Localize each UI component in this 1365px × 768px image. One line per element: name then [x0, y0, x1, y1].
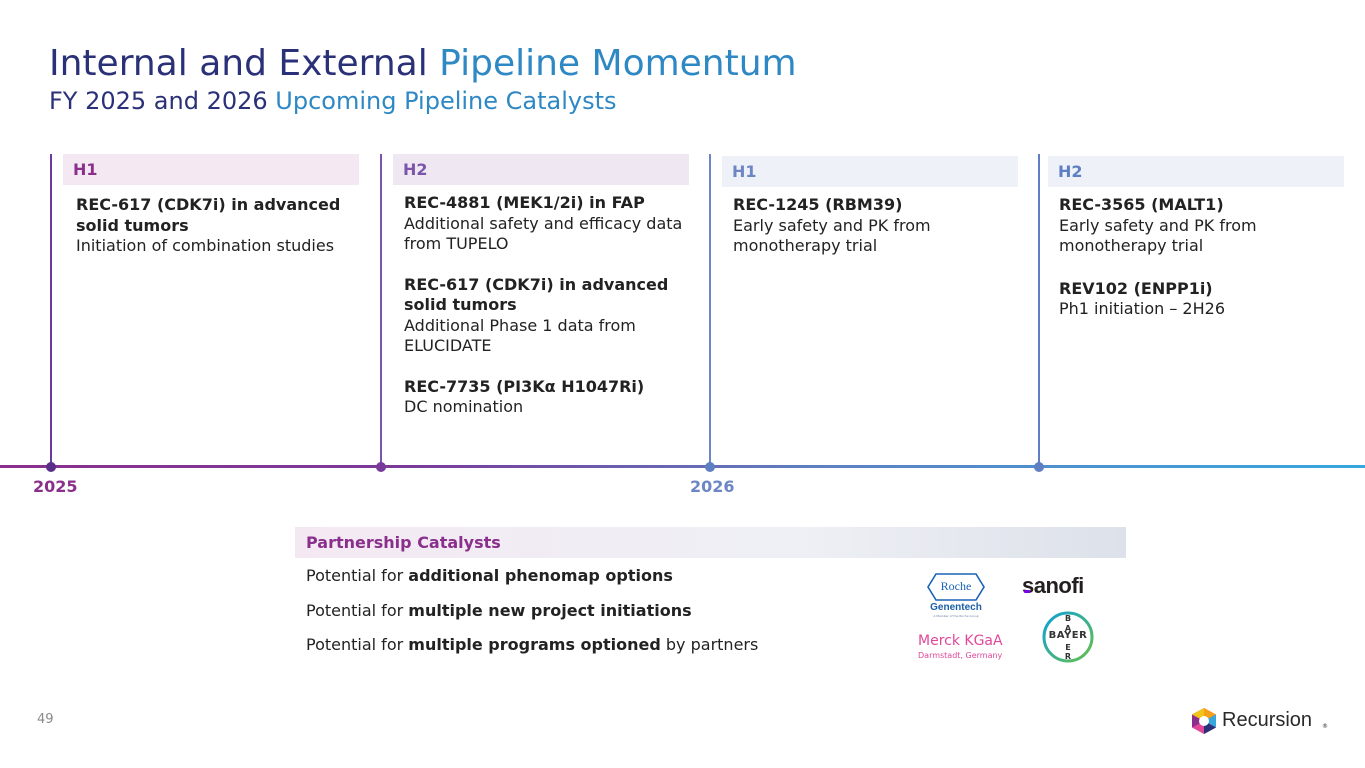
page-number: 49 — [37, 712, 54, 727]
timeline-marker-line — [1038, 154, 1040, 467]
timeline-marker-line — [50, 154, 52, 467]
merck-logo: Merck KGaA Darmstadt, Germany — [918, 633, 1003, 660]
catalyst-heading: REV102 (ENPP1i) — [1059, 278, 1213, 298]
recursion-logo: Recursion ® — [1190, 707, 1340, 737]
timeline-axis — [0, 465, 1365, 468]
timeline-dot — [705, 462, 715, 472]
half-header: H1 — [722, 156, 1018, 187]
page-subtitle: FY 2025 and 2026 Upcoming Pipeline Catal… — [49, 87, 617, 115]
catalyst-column: REC-1245 (RBM39) Early safety and PK fro… — [733, 195, 1003, 257]
bayer-letter: E — [1065, 642, 1071, 652]
catalyst-item: REC-3565 (MALT1) Early safety and PK fro… — [1059, 195, 1334, 257]
catalyst-item: REC-1245 (RBM39) Early safety and PK fro… — [733, 195, 1003, 257]
catalyst-heading: REC-3565 (MALT1) — [1059, 195, 1224, 214]
half-header: H1 — [63, 154, 359, 185]
catalyst-heading: REC-1245 (RBM39) — [733, 195, 903, 214]
partnership-line: Potential for additional phenomap option… — [306, 566, 673, 585]
partnership-header: Partnership Catalysts — [295, 527, 1126, 558]
bayer-letter: B — [1064, 614, 1072, 623]
catalyst-detail: Additional Phase 1 data from ELUCIDATE — [404, 315, 636, 356]
catalyst-detail: Initiation of combination studies — [76, 236, 335, 255]
page-title: Internal and External Pipeline Momentum — [49, 43, 797, 84]
genentech-logo: Genentech — [930, 602, 982, 613]
half-header: H2 — [393, 154, 689, 185]
catalyst-detail: Early safety and PK from monotherapy tri… — [1059, 215, 1257, 256]
catalyst-item: REC-617 (CDK7i) in advanced solid tumors… — [76, 195, 361, 257]
catalyst-detail: Early safety and PK from monotherapy tri… — [733, 215, 931, 256]
catalyst-heading: REC-617 (CDK7i) in advanced solid tumors — [404, 274, 669, 315]
catalyst-column: REC-3565 (MALT1) Early safety and PK fro… — [1059, 195, 1334, 320]
sanofi-accent — [1024, 590, 1030, 593]
timeline-marker-line — [380, 154, 382, 467]
year-label-2026: 2026 — [690, 477, 735, 496]
catalyst-column: REC-617 (CDK7i) in advanced solid tumors… — [76, 195, 361, 257]
roche-hexagon-icon — [927, 573, 985, 601]
catalyst-heading: REC-617 (CDK7i) in advanced solid tumors — [76, 195, 341, 235]
sanofi-logo: sanofi — [1022, 573, 1084, 598]
timeline-dot — [1034, 462, 1044, 472]
year-label-2025: 2025 — [33, 477, 78, 496]
catalyst-detail: DC nomination — [404, 397, 524, 416]
catalyst-item: REC-4881 (MEK1/2i) in FAP Additional saf… — [404, 193, 694, 255]
catalyst-detail: Ph1 initiation – 2H26 — [1059, 299, 1225, 318]
timeline-marker-line — [709, 154, 711, 467]
catalyst-item: REC-617 (CDK7i) in advanced solid tumors… — [404, 275, 694, 357]
roche-logo: Roche Genentech A Member of the Roche Gr… — [926, 572, 986, 618]
bayer-cross-icon — [1042, 611, 1094, 663]
timeline-dot — [376, 462, 386, 472]
catalyst-heading: REC-7735 (PI3Kα H1047Ri) — [404, 376, 645, 396]
timeline-dot — [46, 462, 56, 472]
bayer-letter: R — [1064, 652, 1072, 661]
catalyst-item: REC-7735 (PI3Kα H1047Ri) DC nomination — [404, 377, 694, 418]
partnership-line: Potential for multiple new project initi… — [306, 601, 692, 620]
catalyst-item: REV102 (ENPP1i) Ph1 initiation – 2H26 — [1059, 279, 1334, 320]
partnership-line: Potential for multiple programs optioned… — [306, 635, 759, 654]
bayer-letter: A — [1064, 623, 1072, 633]
half-header: H2 — [1048, 156, 1344, 187]
catalyst-heading: REC-4881 (MEK1/2i) in FAP — [404, 193, 645, 212]
recursion-hexagon-icon — [1192, 708, 1216, 734]
catalyst-column: REC-4881 (MEK1/2i) in FAP Additional saf… — [404, 193, 694, 418]
catalyst-detail: Additional safety and efficacy data from… — [404, 213, 683, 254]
bayer-letter — [1064, 633, 1072, 643]
